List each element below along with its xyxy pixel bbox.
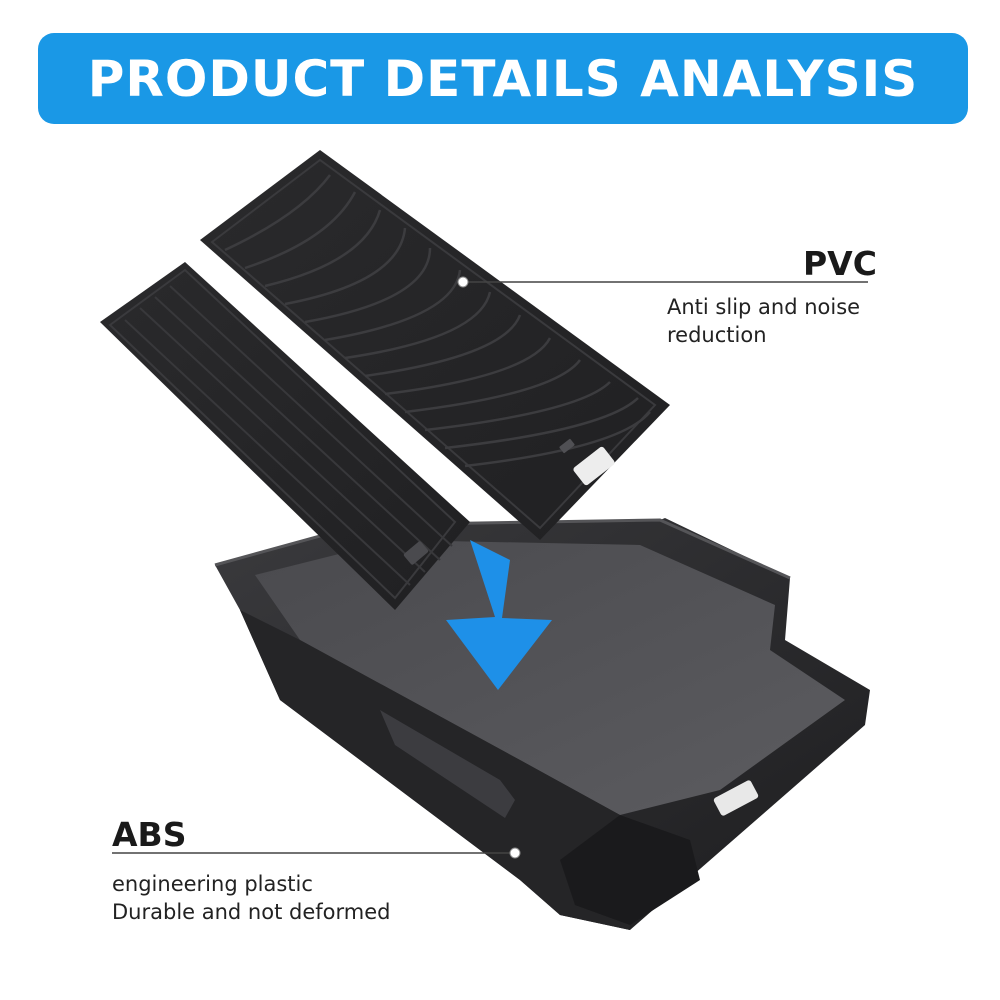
pvc-description-line: Anti slip and noise — [667, 295, 861, 319]
abs-description-line: Durable and not deformed — [112, 900, 391, 924]
title-banner: PRODUCT DETAILS ANALYSIS — [38, 33, 968, 124]
abs-description: engineering plastic Durable and not defo… — [112, 870, 390, 926]
pvc-mat-wide — [200, 150, 670, 540]
abs-description-line: engineering plastic — [112, 872, 313, 896]
pvc-heading: PVC — [803, 244, 877, 283]
pvc-mat-narrow — [100, 262, 470, 610]
abs-heading: ABS — [112, 815, 187, 854]
pvc-description-line: reduction — [667, 323, 767, 347]
abs-tray — [214, 518, 870, 930]
abs-callout-line — [112, 847, 521, 859]
pvc-description: Anti slip and noise reduction — [667, 293, 860, 349]
down-arrow-icon — [446, 540, 552, 690]
pvc-callout-line — [457, 276, 868, 288]
banner-title: PRODUCT DETAILS ANALYSIS — [87, 49, 919, 108]
